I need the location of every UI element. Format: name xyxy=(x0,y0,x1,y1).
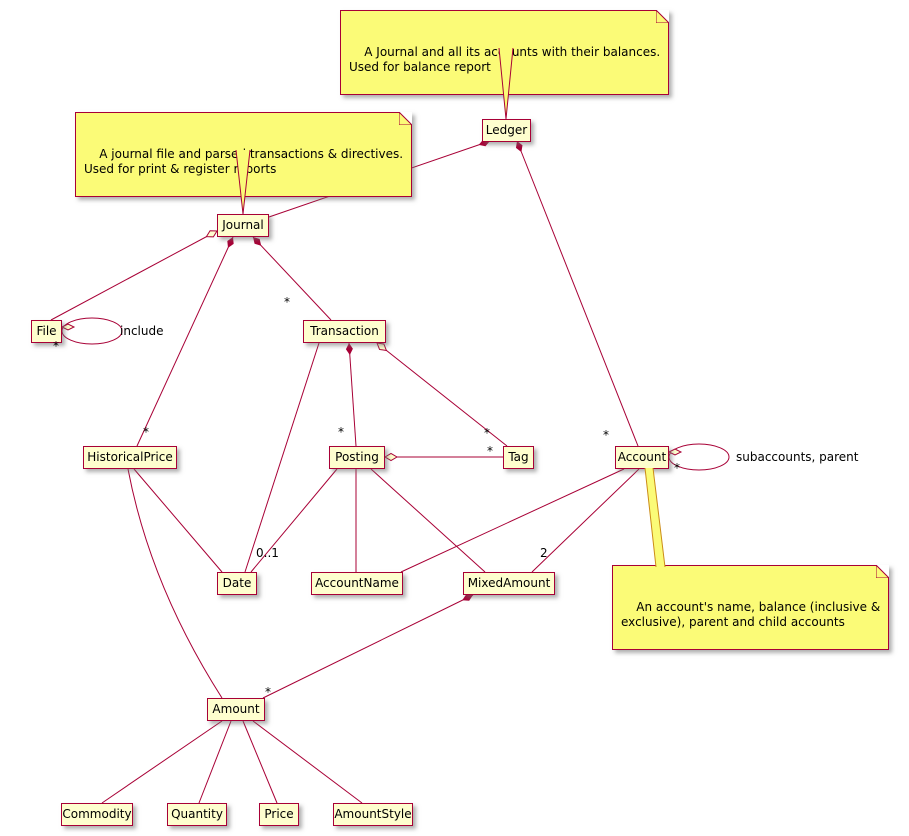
account-self-loop-diamond xyxy=(667,448,683,456)
note-journal: A journal file and parsed transactions &… xyxy=(75,112,413,197)
note-fold-icon xyxy=(399,112,413,125)
edge-transaction-posting xyxy=(345,342,357,447)
class-amount: Amount xyxy=(207,698,265,721)
label-amounts-many: * xyxy=(265,685,271,699)
label-account-balances-mult: 2 xyxy=(540,546,548,560)
class-quantity: Quantity xyxy=(167,803,227,826)
edge-journal-transaction xyxy=(252,236,332,321)
class-file: File xyxy=(31,320,62,343)
label-include: include xyxy=(120,324,164,338)
class-commodity: Commodity xyxy=(61,803,133,826)
class-journal: Journal xyxy=(217,214,269,237)
class-date: Date xyxy=(217,572,257,595)
label-transaction-tags-many: * xyxy=(484,426,490,440)
edge-transaction-date xyxy=(244,342,320,573)
label-posting-tags-many: * xyxy=(487,444,493,458)
note-fold-icon xyxy=(876,565,890,578)
class-account: Account xyxy=(615,446,669,469)
class-tag: Tag xyxy=(503,446,534,469)
note-journal-text: A journal file and parsed transactions &… xyxy=(84,147,404,176)
class-amountstyle: AmountStyle xyxy=(333,803,413,826)
class-price: Price xyxy=(259,803,299,826)
edge-mixedamount-amount xyxy=(262,594,474,699)
label-subaccounts-many: * xyxy=(674,461,680,475)
edge-posting-mixedamount xyxy=(370,468,486,573)
edge-amount-quantity xyxy=(198,720,232,804)
edge-journal-file xyxy=(50,230,218,321)
edge-ledger-account xyxy=(515,140,639,447)
class-historicalprice: HistoricalPrice xyxy=(83,446,177,469)
label-postings-many: * xyxy=(338,425,344,439)
note-account-text: An account's name, balance (inclusive & … xyxy=(621,600,881,629)
note-account: An account's name, balance (inclusive & … xyxy=(612,565,890,650)
edge-historicalprice-amount xyxy=(127,468,223,699)
edge-amount-commodity xyxy=(101,720,223,804)
label-transactions-many: * xyxy=(284,295,290,309)
edge-amount-price xyxy=(242,720,278,804)
note-ledger: A Journal and all its accounts with thei… xyxy=(340,10,670,95)
edge-file-self-loop xyxy=(61,317,123,345)
label-posting-date-mult: 0..1 xyxy=(256,546,279,560)
edge-transaction-tag xyxy=(376,342,508,447)
label-prices-many: * xyxy=(143,425,149,439)
class-ledger: Ledger xyxy=(482,119,531,142)
class-accountname: AccountName xyxy=(311,572,403,595)
file-self-loop-diamond xyxy=(60,323,76,331)
class-posting: Posting xyxy=(329,446,385,469)
label-subaccounts-parent: subaccounts, parent xyxy=(736,450,859,464)
edge-posting-date xyxy=(250,468,338,573)
class-transaction: Transaction xyxy=(303,320,386,343)
class-mixedamount: MixedAmount xyxy=(463,572,555,595)
note-ledger-text: A Journal and all its accounts with thei… xyxy=(349,45,661,74)
edge-account-accountname xyxy=(400,468,625,573)
edge-journal-historicalprice xyxy=(136,236,234,447)
note-fold-icon xyxy=(656,10,670,23)
edge-amount-amountstyle xyxy=(252,720,363,804)
edge-historicalprice-date xyxy=(133,468,223,573)
edge-account-mixedamount xyxy=(531,468,640,573)
label-accounts-many: * xyxy=(603,428,609,442)
edge-account-self-loop xyxy=(668,443,730,471)
label-file-many: * xyxy=(53,339,59,353)
